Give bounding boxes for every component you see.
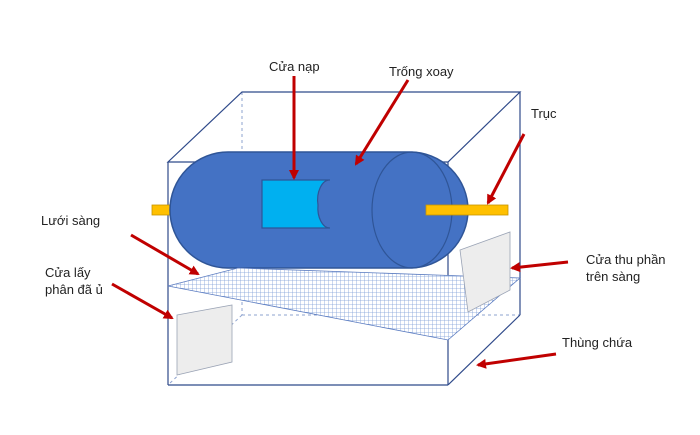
arrow-trong-xoay xyxy=(354,79,410,166)
oversize-outlet-door xyxy=(459,231,511,313)
inlet-door xyxy=(261,179,331,229)
compost-outlet-door xyxy=(176,304,233,376)
rotary-drum xyxy=(169,151,469,269)
arrow-cua-thu xyxy=(510,260,569,273)
label-cua-lay-line2: phân đã ủ xyxy=(45,282,103,297)
label-cua-thu-line1: Cửa thu phần xyxy=(586,252,666,267)
arrow-truc xyxy=(486,133,526,205)
shaft-right xyxy=(425,204,509,216)
label-cua-nap: Cửa nạp xyxy=(269,59,320,74)
label-trong-xoay: Trống xoay xyxy=(389,64,454,79)
arrow-cua-lay xyxy=(111,282,174,320)
label-thung-chua: Thùng chứa xyxy=(562,335,633,350)
label-cua-thu-line2: trên sàng xyxy=(586,269,641,284)
arrow-thung-chua xyxy=(476,352,557,369)
label-truc: Trục xyxy=(531,106,557,121)
label-cua-lay-line1: Cửa lấy xyxy=(45,265,91,280)
screen-mesh xyxy=(167,267,522,341)
pointer-arrows xyxy=(111,76,569,369)
arrow-luoi-sang xyxy=(130,233,200,276)
label-luoi-sang: Lưới sàng xyxy=(41,213,101,228)
